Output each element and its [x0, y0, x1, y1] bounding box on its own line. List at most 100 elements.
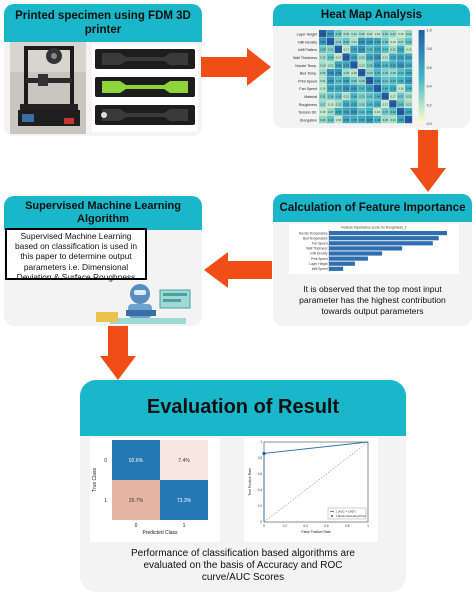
heatmap-cell-value: 0.21	[328, 63, 334, 67]
heatmap-cell-value: 0.69	[351, 110, 357, 114]
specimen-panel-header: Printed specimen using FDM 3D printer	[4, 4, 202, 42]
heatmap-colorbar	[418, 30, 425, 124]
heatmap-cell	[397, 84, 405, 92]
heatmap-cell	[358, 92, 366, 100]
heatmap-cell	[365, 30, 374, 38]
heatmap-cell-value: 0.58	[406, 110, 412, 114]
heatmap-row-label: Wall Thickness	[293, 56, 317, 60]
heatmap-cell	[381, 115, 389, 124]
heatmap-cell	[334, 115, 342, 124]
heatmap-cell	[404, 53, 413, 61]
heatmap-cell	[342, 69, 350, 77]
heatmap-cell	[319, 45, 327, 53]
heatmap-cell-value: 0.59	[375, 40, 381, 44]
heatmap-cell-value: 0.25	[320, 71, 326, 75]
heatmap-cell-value: 0.16	[398, 87, 404, 91]
heatmap-cell	[326, 100, 335, 108]
heatmap-cell	[342, 53, 350, 61]
heatmap-cell	[365, 37, 374, 46]
heatmap-cell-value: 0.21	[383, 56, 389, 60]
roc-x-tick: 0.6	[324, 524, 329, 528]
heatmap-cell-value: 1.00	[344, 56, 350, 60]
heatmap-cell	[326, 69, 335, 77]
heatmap-cell-value: 0.48	[351, 95, 357, 99]
heatmap-cell	[358, 100, 366, 108]
heatmap-cell-value: 0.15	[390, 40, 396, 44]
heatmap-cell	[350, 100, 358, 108]
heatmap-cell-value: 0.61	[344, 110, 350, 114]
heatmap-cell	[326, 92, 335, 100]
heatmap-cell	[389, 61, 397, 69]
heatmap-cell-value: 0.69	[344, 87, 350, 91]
heatmap-cell-value: 0.69	[336, 71, 342, 75]
heatmap-cell-value: 0.42	[398, 102, 404, 106]
heatmap-cell	[334, 84, 342, 92]
heatmap-cell	[326, 37, 335, 46]
roc-bg	[244, 438, 378, 542]
heatmap-cell	[358, 76, 366, 85]
heatmap-cell-value: 0.55	[406, 63, 412, 67]
heatmap-cell-value: 0.69	[375, 56, 381, 60]
heatmap-cell-value: 0.21	[320, 79, 326, 83]
heatmap-cell-value: 0.24	[351, 32, 357, 36]
roc-y-tick: 0.4	[258, 488, 263, 492]
heatmap-cell	[358, 61, 366, 69]
heatmap-cell	[365, 84, 374, 92]
heatmap-cell-value: 0.23	[390, 118, 396, 122]
heatmap-cell	[358, 53, 366, 61]
heatmap-cell-value: 0.51	[398, 79, 404, 83]
heatmap-cell	[397, 61, 405, 69]
feature-importance-bar	[329, 256, 368, 261]
arrow-down-icon-2	[100, 326, 136, 380]
heatmap-cell	[381, 69, 389, 77]
heatmap-cell-value: 1.00	[390, 102, 396, 106]
heatmap-row-label: Layer Height	[297, 33, 317, 37]
heatmap-cell-value: 0.38	[383, 40, 389, 44]
heatmap-cell	[373, 76, 381, 85]
heatmap-cell-value: 0.15	[398, 32, 404, 36]
heatmap-cell-value: 0.41	[383, 79, 389, 83]
heatmap-cell	[319, 92, 327, 100]
confusion-matrix-row-label: 0	[104, 458, 107, 464]
heatmap-cell-value: 0.55	[336, 110, 342, 114]
heatmap-cell-value: 0.25	[359, 32, 365, 36]
heatmap-cell-value: 0.37	[383, 110, 389, 114]
heatmap-row-label: Bed Temp.	[300, 72, 317, 76]
evaluation-header: Evaluation of Result	[80, 380, 406, 436]
heatmap-cell	[397, 108, 405, 116]
heatmap-cell-value: 0.47	[359, 87, 365, 91]
feature-importance-bar	[329, 241, 433, 246]
heatmap-cell-value: 0.25	[320, 56, 326, 60]
heatmap-cell-value: 0.44	[359, 110, 365, 114]
heatmap-cell-value: 0.55	[398, 48, 404, 52]
heatmap-cell-value: 0.16	[320, 87, 326, 91]
heatmap-cell	[334, 108, 342, 116]
confusion-matrix-cell	[112, 440, 160, 480]
heatmap-row-label: Print Speed	[298, 79, 317, 83]
heatmap-cell-value: 0.25	[359, 56, 365, 60]
arrow-left-icon	[204, 252, 272, 288]
heatmap-cell-value: 0.24	[320, 63, 326, 67]
confusion-matrix-col-label: 1	[183, 523, 186, 529]
heatmap-cell-value: 0.25	[383, 118, 389, 122]
heatmap-cell-value: 0.48	[406, 87, 412, 91]
heatmap-cell	[404, 92, 413, 100]
heatmap-row-label: Tension Str.	[298, 111, 317, 115]
heatmap-cell	[342, 37, 350, 46]
feature-importance-description: It is observed that the top most input p…	[299, 284, 446, 316]
roc-x-tick: 0.2	[283, 524, 288, 528]
heatmap-cell	[404, 61, 413, 69]
heatmap-cell	[373, 45, 381, 53]
evaluation-title: Evaluation of Result	[146, 396, 340, 418]
heatmap-row-label: Infill Pattern	[298, 48, 317, 52]
heatmap-cell	[326, 45, 335, 53]
heatmap-cell-value: 0.58	[406, 56, 412, 60]
feature-importance-chart-title: Feature importance score for Roughness_1	[341, 226, 407, 230]
feature-importance-label: Wall Thickness	[306, 247, 328, 251]
heatmap-cell-value: 0.58	[344, 118, 350, 122]
heatmap-cell-value: 1.00	[367, 79, 373, 83]
supervised-ml-description: Supervised Machine Learning based on cla…	[5, 228, 147, 282]
feature-importance-bar	[329, 231, 447, 236]
heatmap-cell	[381, 37, 389, 46]
